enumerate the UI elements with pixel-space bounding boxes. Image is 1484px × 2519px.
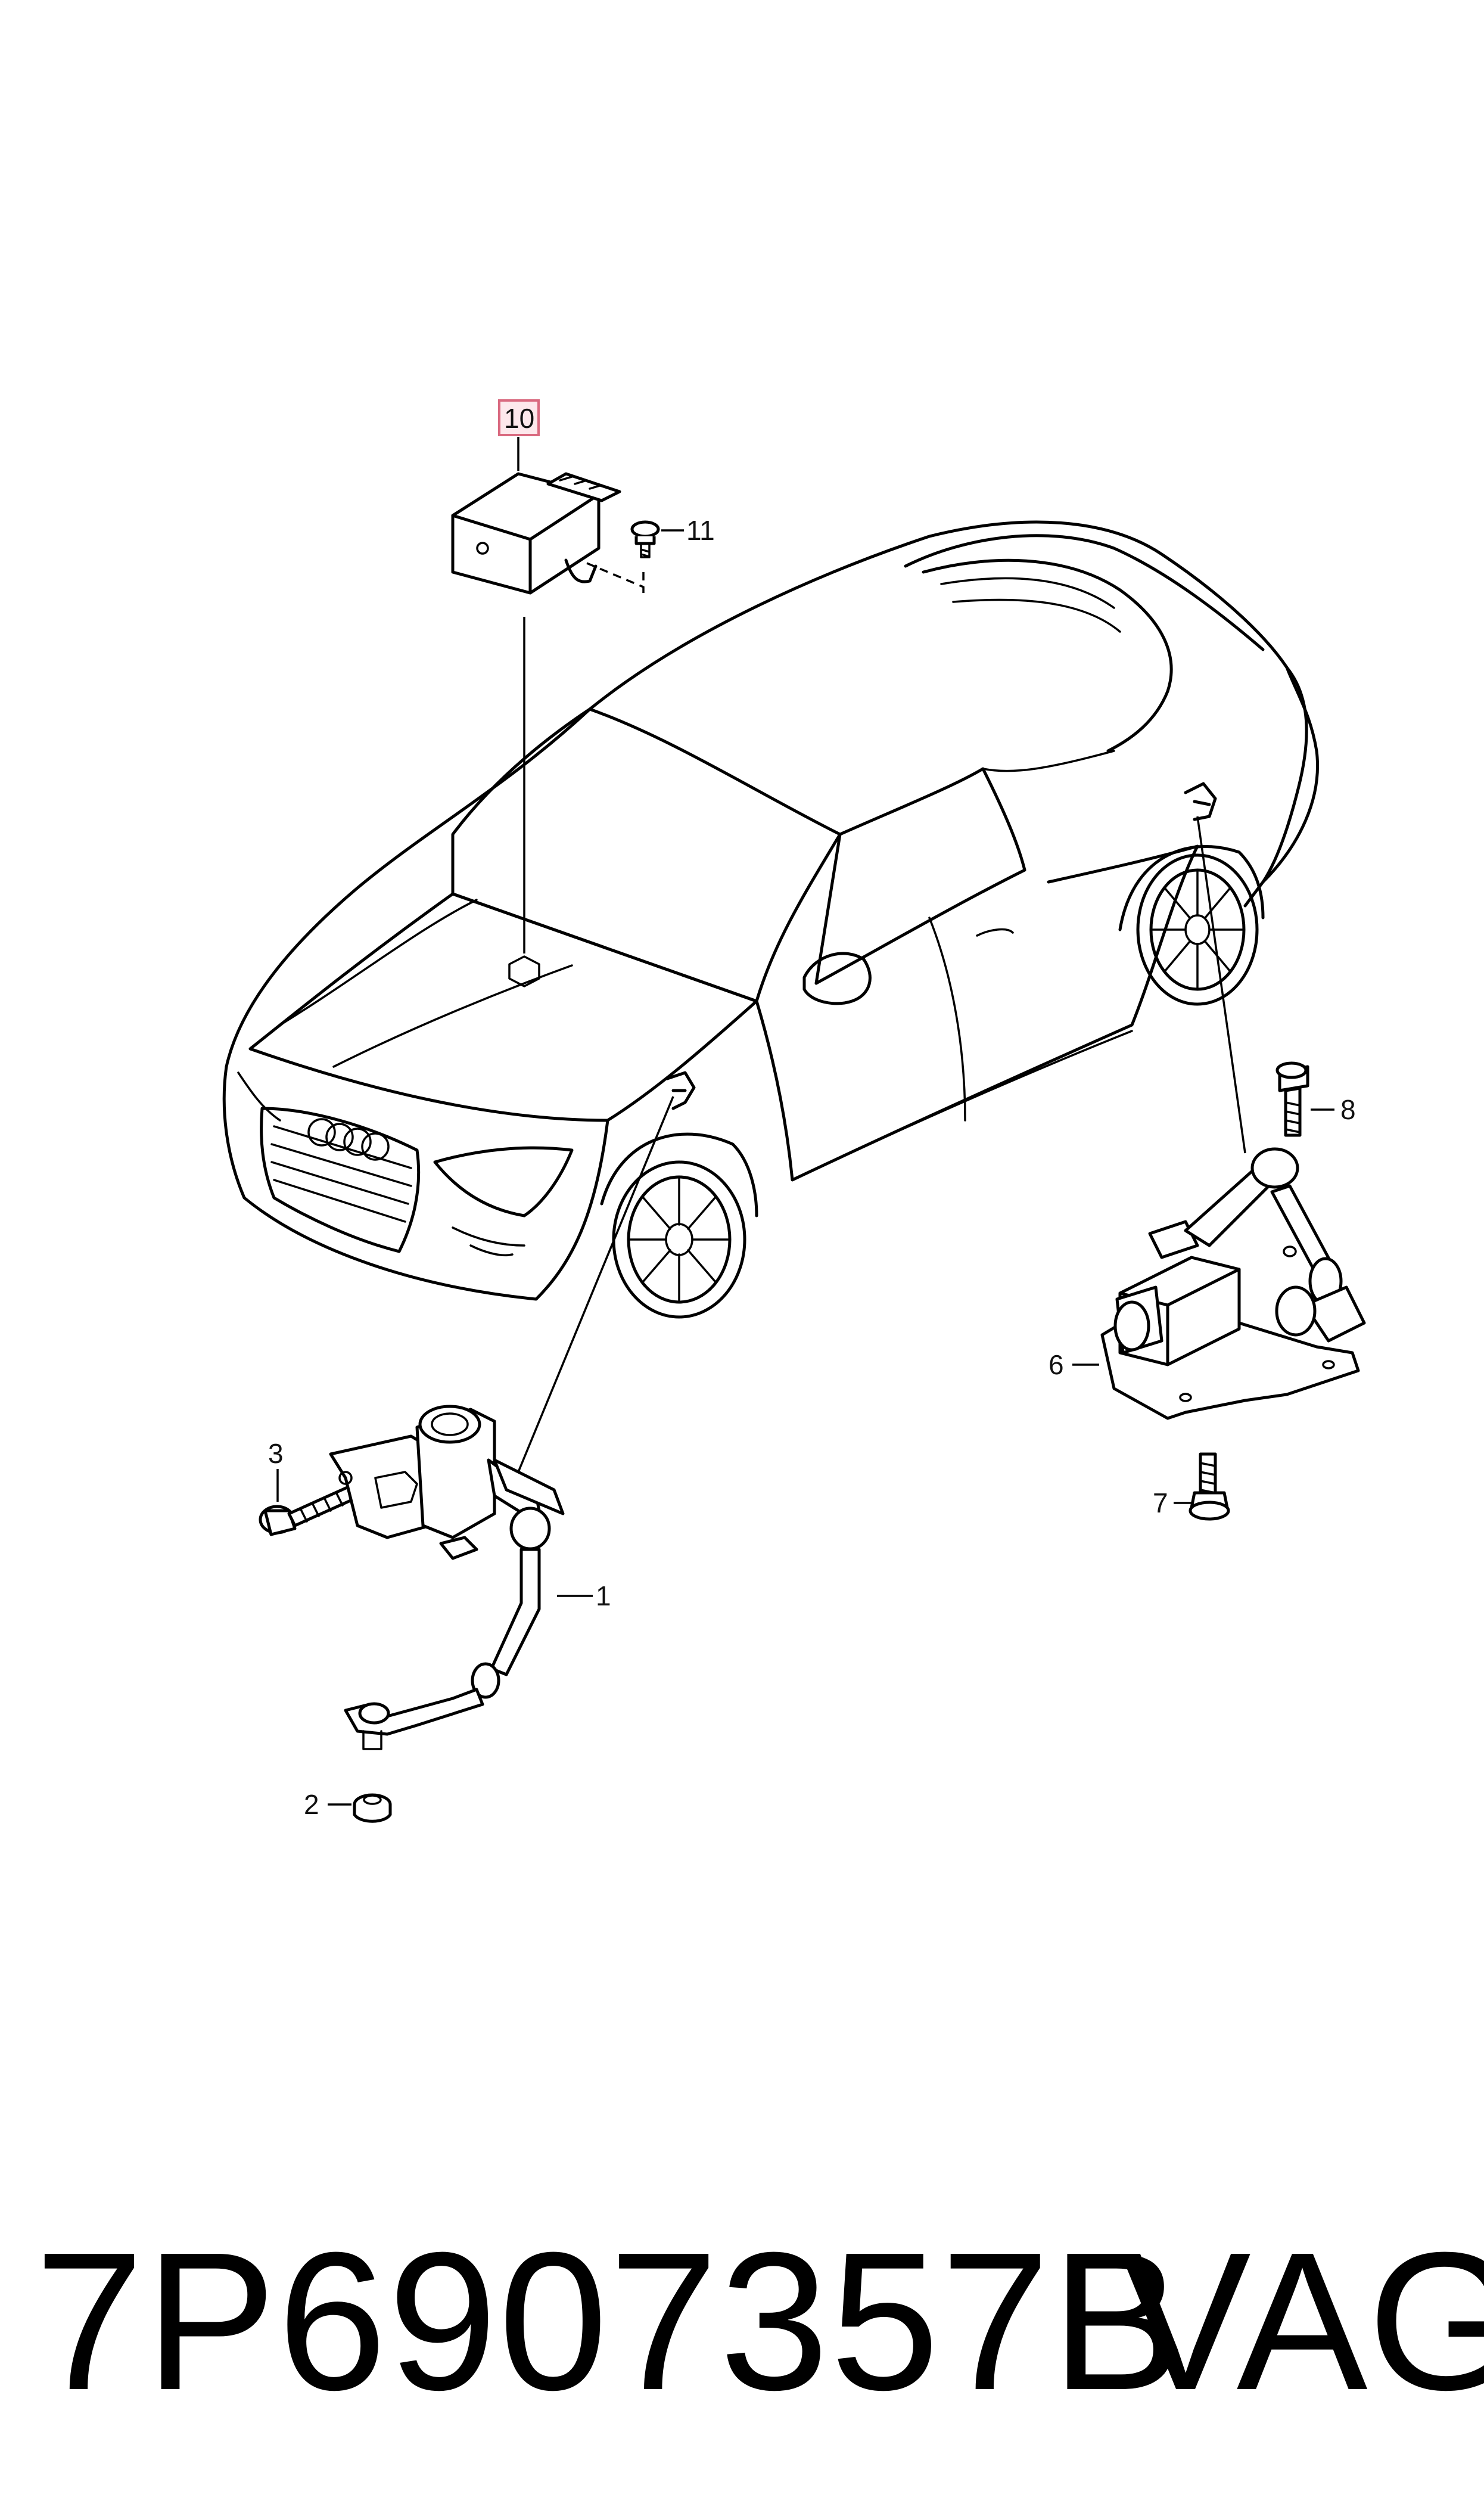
- part-1-front-sensor: [329, 1405, 565, 1750]
- callout-7: 7: [1153, 1487, 1168, 1518]
- callout-1: 1: [596, 1580, 611, 1611]
- callout-8: 8: [1340, 1094, 1356, 1125]
- rear-wheel: [1118, 844, 1265, 1006]
- callout-2: 2: [304, 1789, 319, 1820]
- front-wheel: [600, 1132, 758, 1319]
- leader-lines: [276, 437, 1334, 1806]
- part-11-bolt: [630, 520, 660, 558]
- mount-location-hexagon-icon: [508, 955, 540, 987]
- callout-10-highlight: [498, 399, 540, 436]
- callout-11: 11: [686, 515, 715, 546]
- part-10-control-unit: [451, 472, 645, 595]
- part-3-bolt: [259, 1485, 356, 1536]
- brand-label: VAG: [1120, 2211, 1484, 2431]
- front-mount-symbol-icon: [665, 1071, 696, 1110]
- part-2-nut: [353, 1793, 392, 1823]
- car-illustration: [222, 520, 1319, 1319]
- part-6-rear-sensor: [1100, 1147, 1366, 1420]
- part-8-bolt: [1275, 1061, 1309, 1137]
- part-7-bolt: [1189, 1452, 1230, 1521]
- part-number-label: 7P6907357B: [35, 2211, 1184, 2431]
- callout-6: 6: [1049, 1349, 1064, 1380]
- rear-mount-symbol-icon: [1184, 782, 1217, 821]
- callout-10: 10: [504, 403, 534, 434]
- brand-rings-icon: [307, 1118, 390, 1161]
- callout-labels: 10 11 8 6 7 3 1 2: [268, 399, 1356, 1820]
- callout-3: 3: [268, 1438, 284, 1469]
